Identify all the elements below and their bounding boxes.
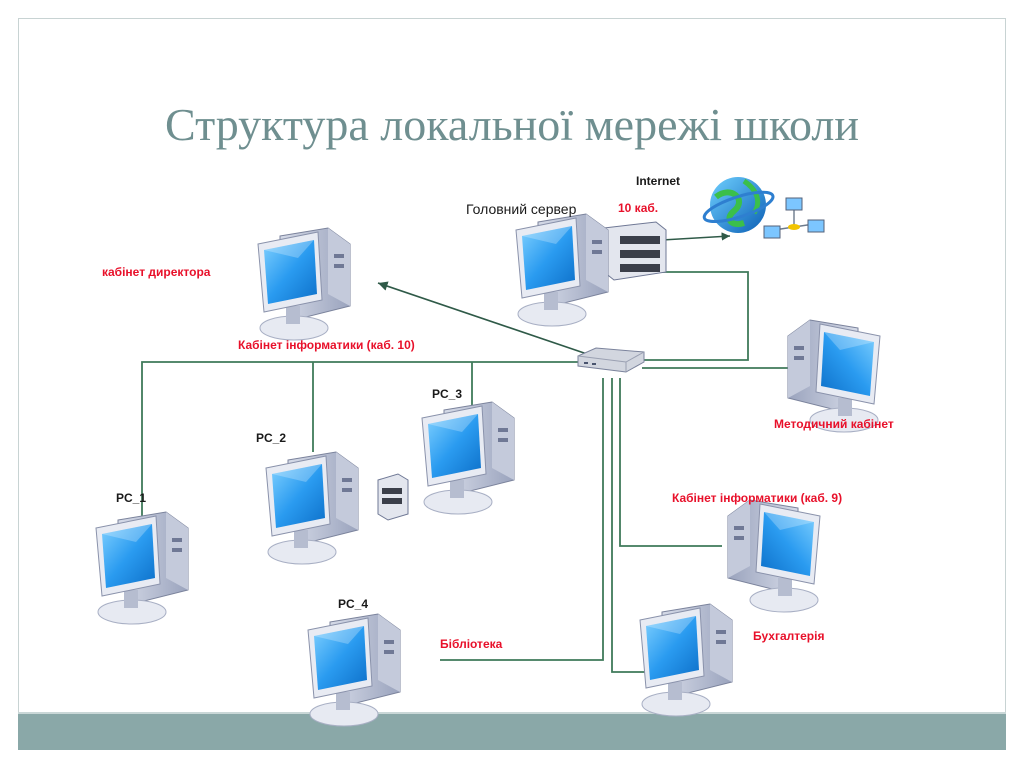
label-main-server: Головний сервер (466, 201, 577, 217)
label-pc1: PC_1 (116, 491, 146, 505)
computer-methodical (788, 320, 880, 432)
label-informatics-9: Кабінет інформатики (каб. 9) (672, 491, 842, 505)
label-pc3: PC_3 (432, 387, 462, 401)
cable-director (377, 281, 591, 356)
label-director: кабінет директора (102, 265, 211, 279)
label-methodical: Методичний кабінет (774, 417, 894, 431)
label-pc4: PC_4 (338, 597, 368, 611)
cable-server (642, 271, 749, 361)
server-icon (377, 473, 409, 521)
cable-library (440, 378, 604, 661)
computer-director (257, 227, 351, 341)
footer-bar (18, 714, 1006, 750)
cable-bus-informatics-10 (141, 361, 590, 518)
server-main (515, 213, 667, 327)
cables (141, 271, 790, 673)
switch-icon (577, 347, 645, 373)
label-informatics-10: Кабінет інформатики (каб. 10) (238, 338, 415, 352)
computer-informatics-9 (728, 500, 820, 612)
cable-informatics-9 (619, 378, 722, 547)
computer-accounting (639, 603, 733, 717)
label-internet: Internet (636, 174, 680, 188)
label-server-room: 10 каб. (618, 201, 658, 215)
slide-title: Структура локальної мережі школи (165, 99, 859, 150)
label-library: Бібліотека (440, 637, 503, 651)
computer-pc3 (421, 401, 515, 515)
computer-pc4 (307, 613, 401, 727)
cable-internet (661, 232, 731, 241)
footer-line (18, 712, 1006, 714)
label-pc2: PC_2 (256, 431, 286, 445)
computer-pc2 (265, 451, 409, 565)
label-accounting: Бухгалтерія (753, 629, 824, 643)
globe-icon (702, 177, 775, 233)
computer-pc1 (95, 511, 189, 625)
network-icon (763, 197, 825, 239)
